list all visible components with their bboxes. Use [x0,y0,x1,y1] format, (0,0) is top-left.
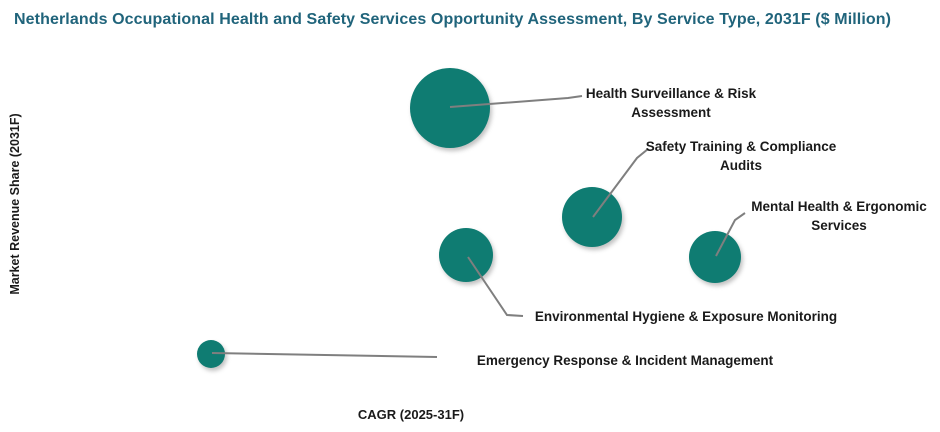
label-line: Environmental Hygiene & Exposure Monitor… [534,309,838,324]
leader-line-emergency-response [211,352,438,358]
bubble-mental-health[interactable] [689,231,741,283]
label-health-surveillance: Health Surveillance & Risk Assessment [586,84,756,122]
label-line: Assessment [631,105,711,120]
leader-line-environmental-hygiene [467,256,524,317]
label-line: Audits [719,158,762,173]
chart-title: Netherlands Occupational Health and Safe… [14,11,892,28]
bubble-health-surveillance[interactable] [410,68,490,148]
label-line: Emergency Response & Incident Management [476,353,774,368]
label-line: Health Surveillance & Risk [585,86,757,101]
label-line: Safety Training & Compliance [645,139,837,154]
label-mental-health: Mental Health & Ergonomic Services [751,197,927,235]
bubble-safety-training[interactable] [562,187,622,247]
leader-line-mental-health [715,212,746,257]
leader-line-safety-training [592,148,649,218]
y-axis-title: Market Revenue Share (2031F) [8,113,22,295]
label-environmental-hygiene: Environmental Hygiene & Exposure Monitor… [535,307,837,326]
label-line: Services [811,218,867,233]
bubble-emergency-response[interactable] [197,340,225,368]
label-safety-training: Safety Training & Compliance Audits [646,137,837,175]
x-axis-title: CAGR (2025-31F) [357,407,465,422]
label-line: Mental Health & Ergonomic [751,199,927,214]
bubble-environmental-hygiene[interactable] [439,228,493,282]
label-emergency-response: Emergency Response & Incident Management [477,351,773,370]
leader-line-health-surveillance [449,95,583,108]
